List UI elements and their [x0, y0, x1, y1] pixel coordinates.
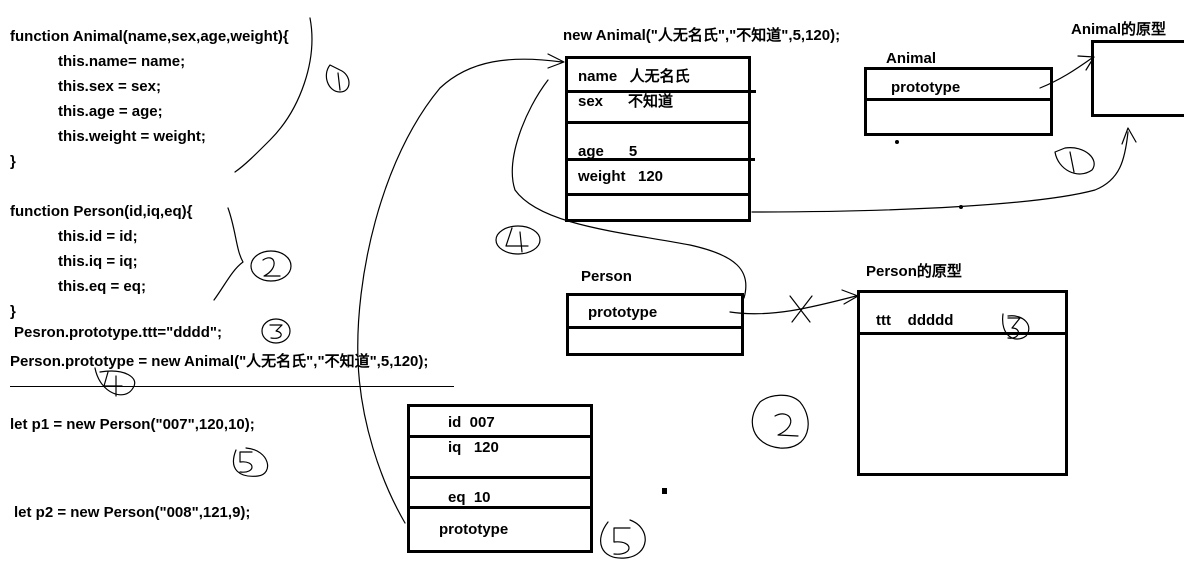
step-mark-4 — [94, 367, 136, 396]
person-fn-line-3: this.iq = iq; — [58, 253, 138, 270]
brace-stroke — [234, 17, 313, 173]
step-mark-2-right — [751, 394, 809, 449]
animal-fn-line-4: this.age = age; — [58, 103, 163, 120]
p2-line: let p2 = new Person("008",121,9); — [14, 504, 251, 521]
animal-instance-title: new Animal("人无名氏","不知道",5,120); — [563, 27, 841, 44]
animal-fn-line-3: this.sex = sex; — [58, 78, 161, 95]
person-ctor-prototype: prototype — [588, 304, 658, 321]
dot-mark — [662, 488, 667, 494]
code-divider — [10, 386, 454, 387]
step-mark-3-digit — [269, 324, 283, 339]
step-mark-1-digit — [337, 72, 341, 91]
arrowhead — [1121, 127, 1137, 145]
animal-instance-row-name: name 人无名氏 — [578, 68, 690, 85]
step-mark-4-digit — [103, 371, 123, 397]
person-proto-divider — [857, 332, 1068, 335]
animal-ctor-prototype: prototype — [891, 79, 961, 96]
arrow-person-ctor-to-animal-instance — [511, 79, 747, 299]
step-mark-5-digit — [239, 451, 253, 473]
arrow-p1-to-animal-instance — [357, 58, 563, 524]
animal-fn-line-6: } — [10, 153, 16, 170]
step-mark-5-right — [600, 519, 646, 559]
animal-instance-row-sex: sex 不知道 — [578, 93, 674, 110]
person-fn-line-2: this.id = id; — [58, 228, 138, 245]
step-mark-3 — [261, 318, 291, 344]
step-mark-1-right — [1054, 147, 1095, 175]
step-mark-5 — [232, 447, 269, 477]
p1-object-divider — [407, 476, 593, 479]
step-mark-2-digit — [262, 257, 281, 277]
p1-object-divider — [407, 435, 593, 438]
dot-mark — [959, 205, 963, 209]
p1-line: let p1 = new Person("007",120,10); — [10, 416, 255, 433]
step-mark-4-right-digit — [505, 227, 529, 253]
person-proto-ttt: ttt ddddd — [876, 312, 954, 329]
animal-instance-row-age: age 5 — [578, 143, 638, 160]
person-proto-box — [857, 290, 1068, 476]
arrow-animal-ctor-to-animal-proto — [1039, 57, 1093, 89]
brace-stroke — [213, 207, 244, 301]
step-mark-1-right-digit — [1069, 151, 1075, 173]
dot-mark — [895, 140, 899, 144]
animal-ctor-divider — [864, 98, 1053, 101]
proto-assign-line: Person.prototype = new Animal("人无名氏","不知… — [10, 353, 429, 370]
proto-ttt-line: Pesron.prototype.ttt="dddd"; — [14, 324, 222, 341]
person-ctor-box — [566, 293, 744, 356]
p1-row-eq: eq 10 — [448, 489, 491, 506]
animal-fn-line-1: function Animal(name,sex,age,weight){ — [10, 28, 289, 45]
arrowhead — [841, 289, 859, 305]
animal-instance-box — [565, 56, 751, 222]
person-proto-title: Person的原型 — [866, 263, 962, 280]
person-ctor-divider — [566, 326, 744, 329]
p1-row-iq: iq 120 — [448, 439, 499, 456]
animal-instance-divider — [565, 158, 755, 161]
animal-fn-line-5: this.weight = weight; — [58, 128, 206, 145]
animal-fn-line-2: this.name= name; — [58, 53, 186, 70]
animal-instance-divider — [565, 90, 755, 93]
arrow-person-ctor-to-person-proto — [729, 295, 857, 315]
animal-ctor-title: Animal — [886, 50, 937, 67]
step-mark-2-right-digit — [774, 413, 799, 437]
arrow-animal-instance-to-animal-proto — [751, 131, 1129, 213]
animal-proto-title: Animal的原型 — [1071, 21, 1167, 38]
arrowhead — [547, 53, 565, 69]
step-mark-3-right-digit — [1007, 317, 1021, 339]
animal-instance-divider — [565, 193, 751, 196]
person-ctor-title: Person — [581, 268, 632, 285]
step-mark-2 — [250, 250, 292, 282]
person-fn-line-4: this.eq = eq; — [58, 278, 146, 295]
p1-row-id: id 007 — [448, 414, 495, 431]
row-stub — [750, 90, 756, 93]
person-fn-line-5: } — [10, 303, 16, 320]
step-mark-1 — [325, 64, 350, 93]
step-mark-4-right — [495, 225, 541, 255]
animal-ctor-box — [864, 67, 1053, 136]
animal-instance-row-weight: weight 120 — [578, 168, 664, 185]
person-fn-line-1: function Person(id,iq,eq){ — [10, 203, 193, 220]
animal-instance-divider — [565, 121, 751, 124]
step-mark-5-right-digit — [613, 527, 631, 555]
arrowhead — [1077, 55, 1095, 71]
p1-object-divider — [407, 506, 593, 509]
animal-proto-box — [1091, 40, 1184, 117]
cross-mark — [789, 295, 813, 323]
p1-row-prototype: prototype — [439, 521, 509, 538]
